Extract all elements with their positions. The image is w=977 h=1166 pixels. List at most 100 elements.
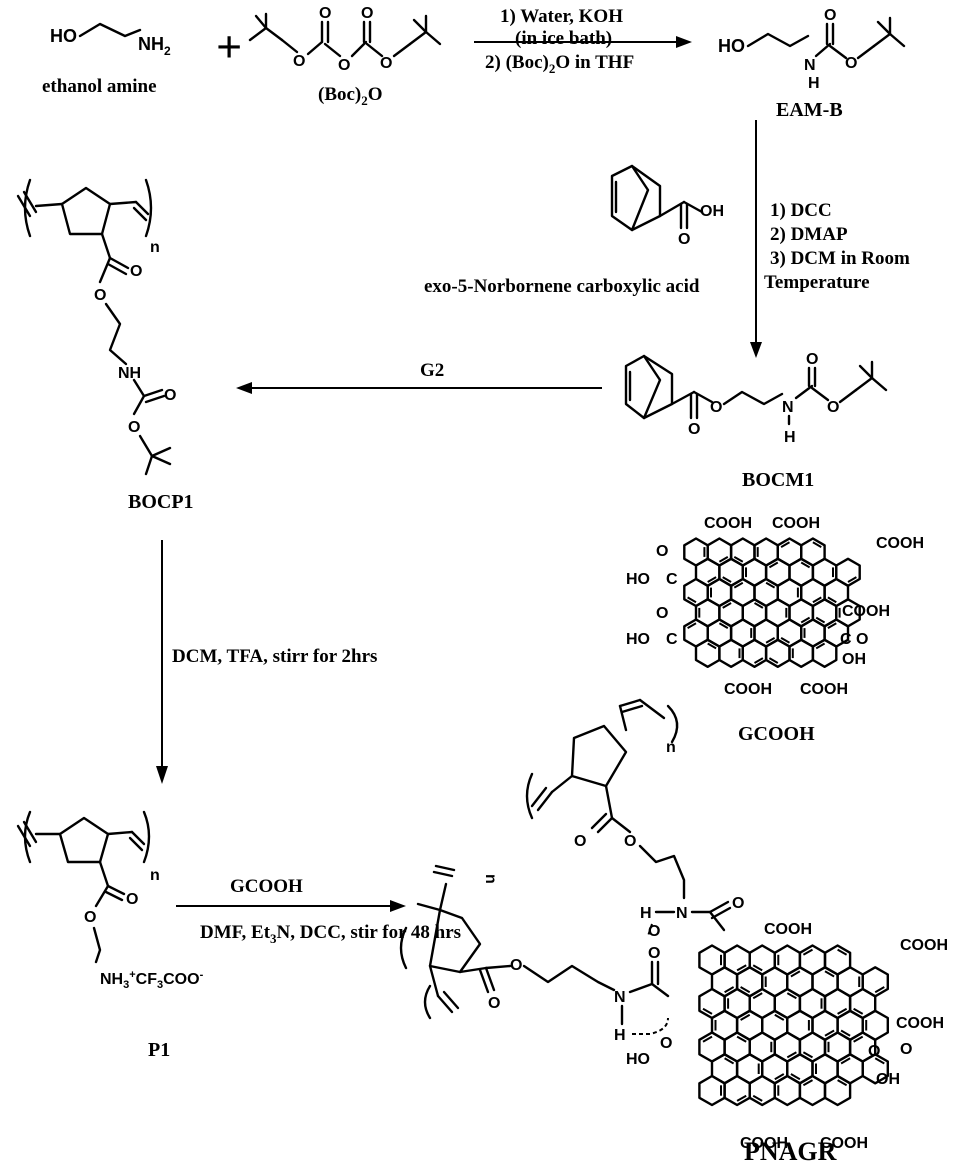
double-bond xyxy=(752,992,763,1000)
double-bond xyxy=(827,596,837,604)
pnagr-label: PNAGR xyxy=(744,1137,837,1166)
double-bond xyxy=(840,1057,851,1065)
gcooh-label: GCOOH xyxy=(738,723,815,745)
atom-nh2: NH2 xyxy=(138,34,171,58)
atom-o: O xyxy=(84,909,96,926)
step5-condition-bottom: DMF, Et3N, DCC, stir for 48 hrs xyxy=(200,922,461,946)
atom-n: N xyxy=(804,57,816,74)
double-bond xyxy=(790,970,801,978)
double-bond xyxy=(733,581,744,589)
double-bond xyxy=(837,1007,848,1015)
step2-condition-3: 3) DCM in Room xyxy=(770,248,910,269)
atom-o: O xyxy=(510,957,522,974)
atom-o: O xyxy=(130,263,142,280)
gcooh-ho-2: HO xyxy=(626,631,650,648)
pnagr-o-2: O xyxy=(868,1043,880,1060)
atom-o: O xyxy=(380,55,392,72)
double-bond xyxy=(786,1051,797,1059)
atom-o: O xyxy=(338,57,350,74)
double-bond xyxy=(765,637,776,644)
gcooh-c-2: C xyxy=(666,631,678,648)
double-bond xyxy=(802,1079,813,1087)
atom-o: O xyxy=(293,53,305,70)
step2-condition-4: Temperature xyxy=(764,272,870,293)
ethanolamine-label: ethanol amine xyxy=(42,76,157,97)
gcooh-cooh-6: COOH xyxy=(800,681,848,698)
double-bond xyxy=(815,616,826,624)
gcooh-o-3: O xyxy=(856,631,868,648)
bocm1-structure: O O N H O O xyxy=(624,351,888,446)
double-bond xyxy=(722,602,732,609)
double-bond xyxy=(752,1094,763,1102)
double-bond xyxy=(733,556,744,563)
atom-h: H xyxy=(640,905,652,922)
double-bond xyxy=(707,642,717,650)
n-repeat: n xyxy=(482,874,499,884)
gcooh-cooh-5: COOH xyxy=(724,681,772,698)
bocp1-structure: n O O NH O O xyxy=(16,178,176,476)
double-bond xyxy=(740,1013,751,1021)
double-bond xyxy=(736,1094,747,1102)
pnagr-cooh-3: COOH xyxy=(896,1015,944,1032)
double-bond xyxy=(687,622,697,629)
atom-o: O xyxy=(710,399,722,416)
gcooh-structure: COOH COOH COOH COOH COOH COOH O HO C O H… xyxy=(626,515,924,698)
n-repeat: n xyxy=(150,867,160,884)
double-bond xyxy=(753,657,764,664)
gcooh-cooh-4: COOH xyxy=(842,603,890,620)
double-bond xyxy=(802,1051,813,1059)
eamb-structure: HO N O O xyxy=(718,7,906,74)
aromatic-ring xyxy=(811,638,838,668)
double-bond xyxy=(702,1035,713,1043)
double-bond xyxy=(840,1029,851,1037)
double-bond xyxy=(780,541,790,548)
gcooh-cooh-2: COOH xyxy=(772,515,820,532)
atom-n: N xyxy=(614,989,626,1006)
step1-arrow xyxy=(474,36,692,48)
aromatic-ring xyxy=(823,1074,852,1107)
plus-sign: + xyxy=(216,21,242,72)
double-bond xyxy=(853,1035,864,1043)
atom-nh: NH xyxy=(118,365,141,382)
p1-label: P1 xyxy=(148,1039,170,1061)
double-bond xyxy=(765,581,776,589)
double-bond xyxy=(736,964,747,972)
atom-o: O xyxy=(319,5,331,22)
pnagr-oh: OH xyxy=(876,1071,900,1088)
double-bond xyxy=(687,596,697,604)
atom-o: O xyxy=(732,895,744,912)
atom-n: N xyxy=(676,905,688,922)
gcooh-c-1: C xyxy=(666,571,678,588)
double-bond xyxy=(768,657,779,664)
double-bond xyxy=(853,1007,864,1015)
step2-arrow xyxy=(750,120,762,358)
step1-condition-2: (in ice bath) xyxy=(515,28,612,49)
double-bond xyxy=(802,948,813,956)
gcooh-c-3: C xyxy=(840,631,852,648)
step1-condition-1: 1) Water, KOH xyxy=(500,6,623,27)
step4-condition: DCM, TFA, stirr for 2hrs xyxy=(172,646,377,667)
norbornene-acid-label: exo-5-Norbornene carboxylic acid xyxy=(424,276,700,297)
double-bond xyxy=(874,1057,885,1065)
pnagr-o-3: O xyxy=(900,1041,912,1058)
norbornene-acid-structure: O OH xyxy=(610,164,724,248)
atom-o: O xyxy=(361,5,373,22)
step5-condition-top: GCOOH xyxy=(230,876,303,897)
double-bond xyxy=(786,992,797,1000)
p1-structure: n O O xyxy=(16,810,160,964)
double-bond xyxy=(800,616,811,624)
pnagr-cooh-1: COOH xyxy=(764,921,812,938)
pnagr-cooh-4: COOH xyxy=(740,1135,788,1152)
double-bond xyxy=(824,1029,835,1037)
double-bond xyxy=(702,1007,713,1015)
atom-o: O xyxy=(94,287,106,304)
eamb-h: H xyxy=(808,75,820,92)
step4-arrow xyxy=(156,540,168,784)
double-bond xyxy=(815,642,826,650)
double-bond xyxy=(824,970,835,978)
gcooh-o-2: O xyxy=(656,605,668,622)
atom-n: N xyxy=(782,399,794,416)
step1-condition-3: 2) (Boc)2O in THF xyxy=(485,52,634,76)
atom-o: O xyxy=(488,995,500,1012)
